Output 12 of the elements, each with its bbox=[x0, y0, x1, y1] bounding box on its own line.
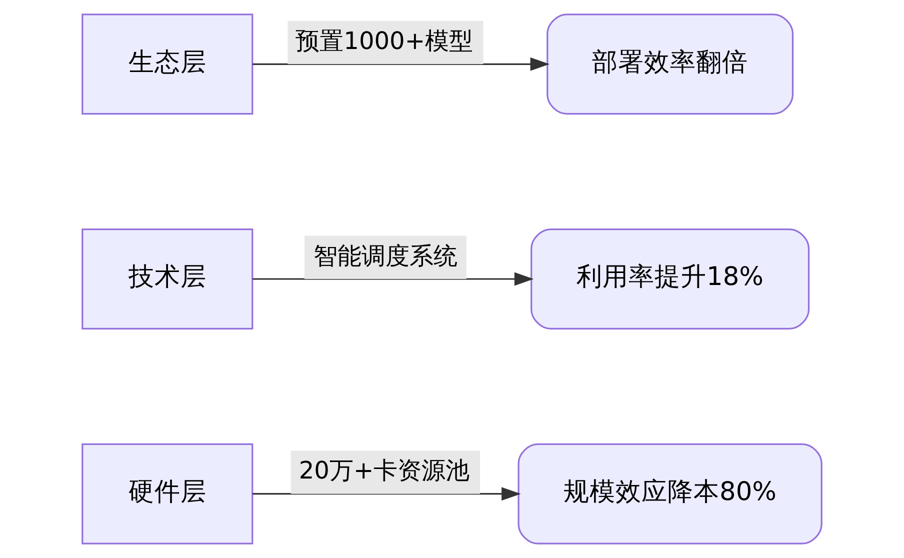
node-box: 技术层 bbox=[82, 228, 254, 330]
arrow bbox=[252, 487, 521, 501]
edge-label: 智能调度系统 bbox=[313, 242, 458, 270]
node-box: 硬件层 bbox=[82, 443, 254, 544]
node-box: 利用率提升18% bbox=[530, 228, 810, 330]
arrow bbox=[252, 272, 534, 286]
edge-label: 预置1000+模型 bbox=[296, 26, 474, 55]
node-box: 生态层 bbox=[82, 14, 254, 115]
arrow bbox=[252, 57, 550, 71]
node-box: 规模效应降本80% bbox=[518, 443, 822, 544]
edge-label: 20万+卡资源池 bbox=[298, 456, 470, 485]
node-box: 部署效率翻倍 bbox=[546, 14, 794, 115]
